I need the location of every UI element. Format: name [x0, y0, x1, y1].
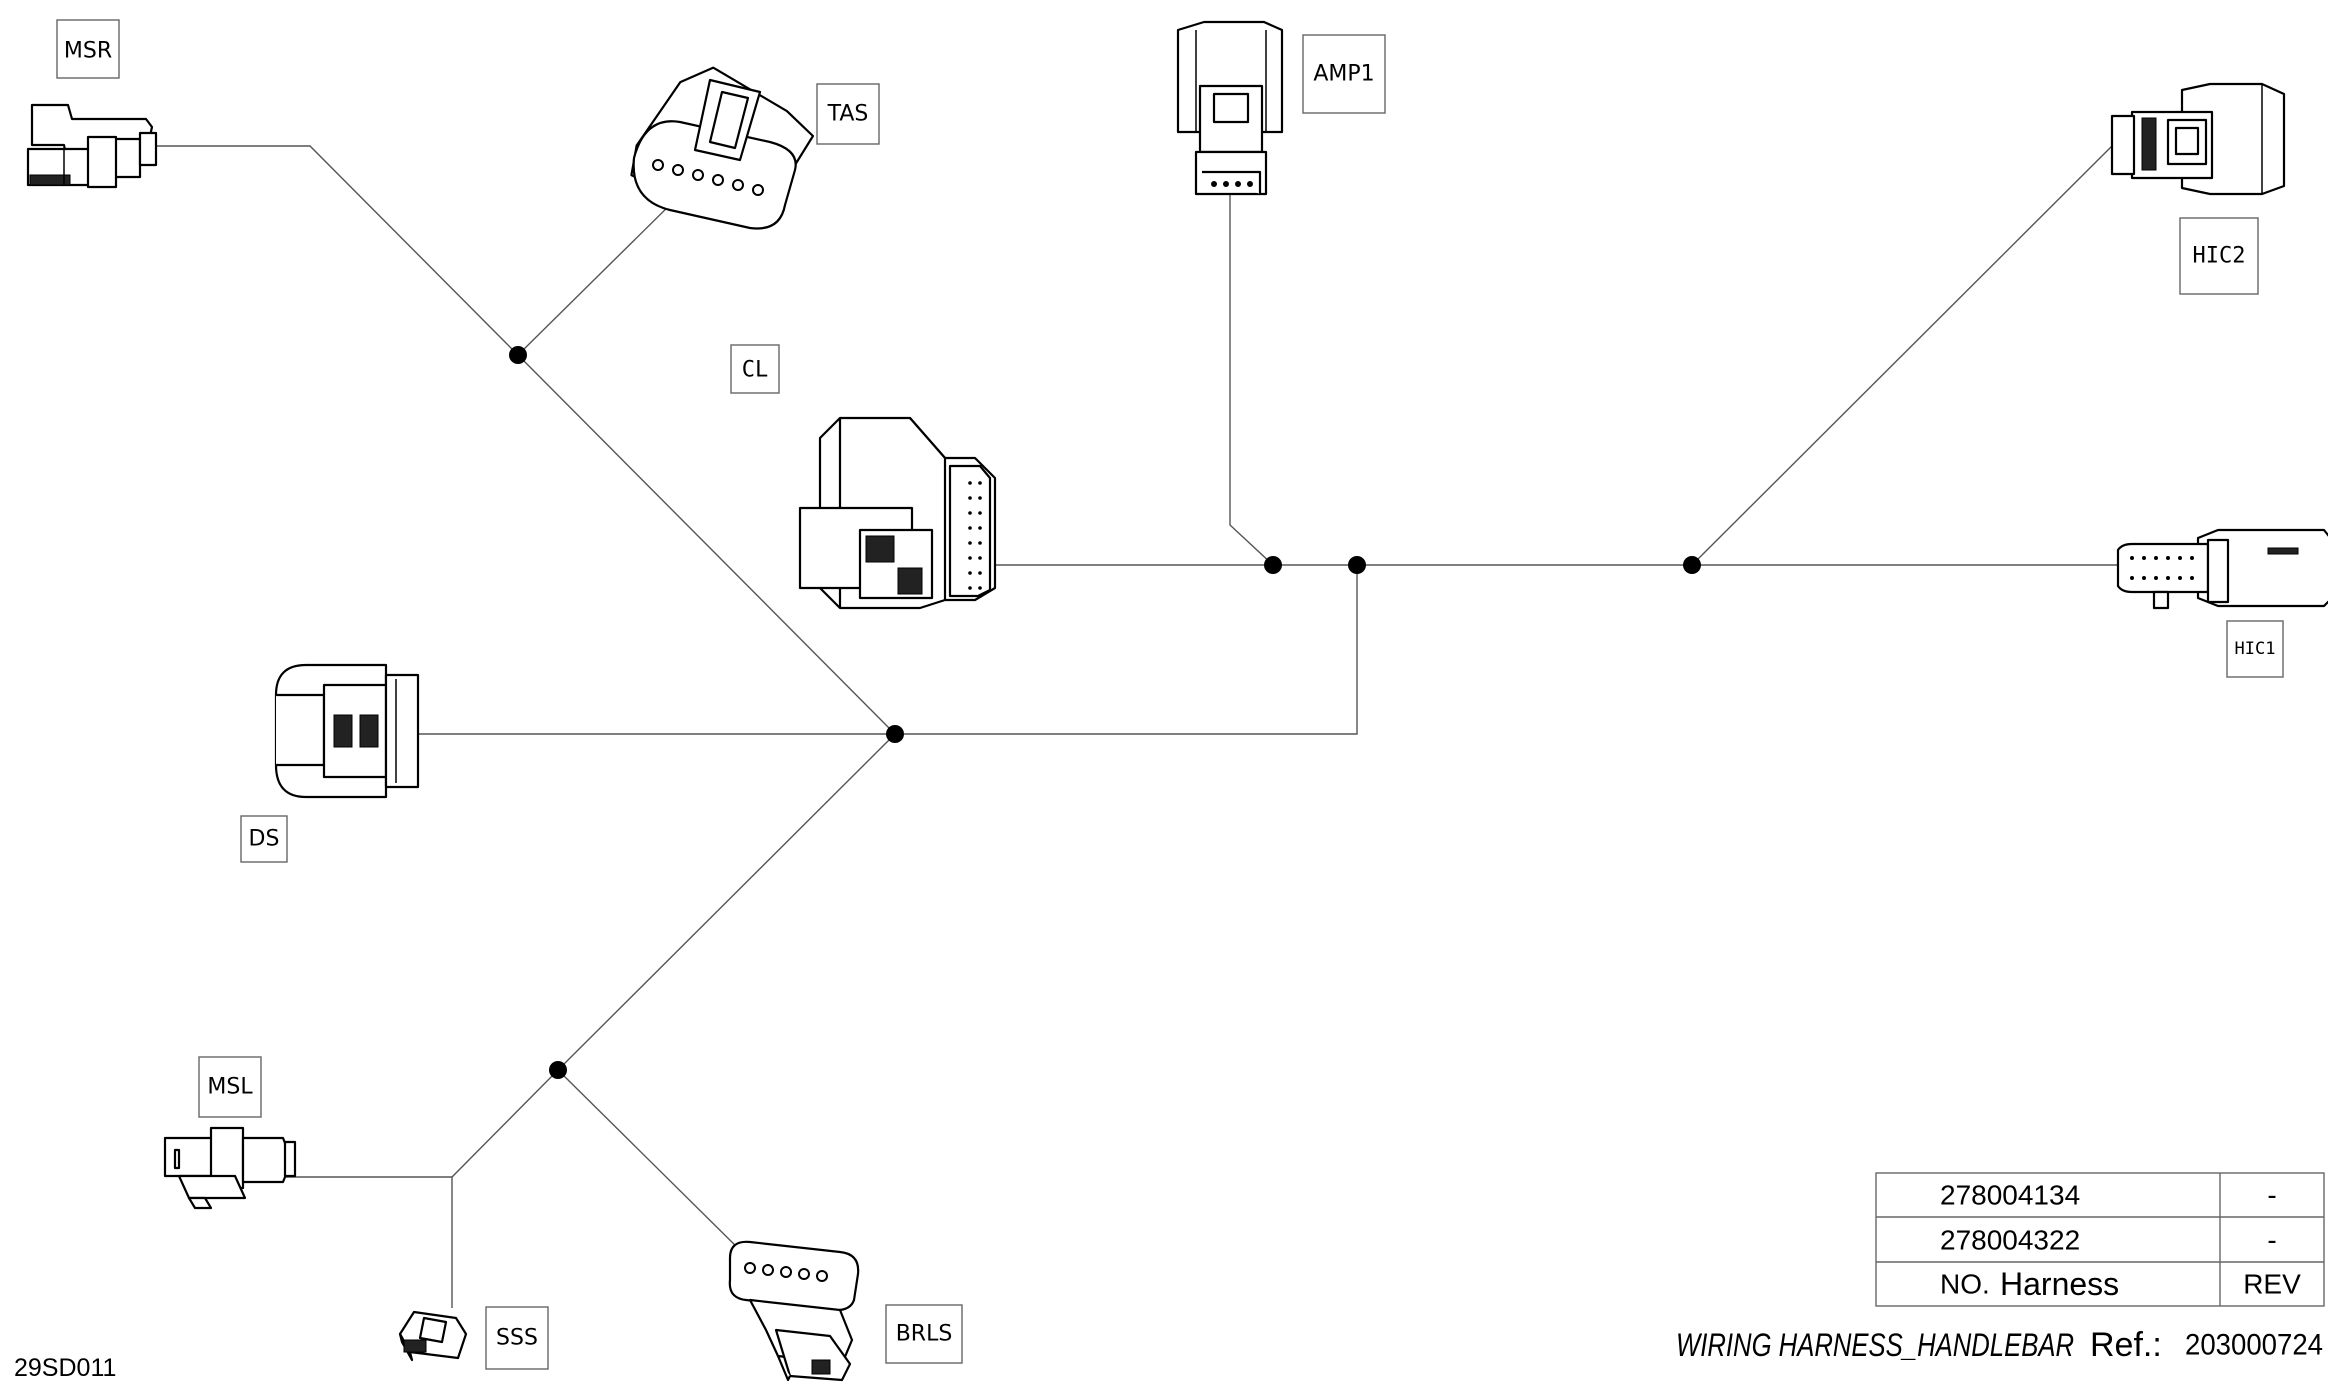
connector-labels: MSR TAS AMP1 HIC2 CL HIC1 DS MSL	[56, 19, 2284, 1370]
label-hic1: HIC1	[2226, 620, 2284, 678]
splice-node-tas	[509, 346, 527, 364]
wire-tas	[517, 194, 681, 356]
label-msl: MSL	[198, 1056, 262, 1118]
label-sss: SSS	[485, 1306, 549, 1370]
connector-brls-icon	[728, 1240, 860, 1382]
label-hic2: HIC2	[2179, 217, 2259, 295]
label-tas-text: TAS	[827, 102, 869, 127]
table-header-harness: Harness	[2000, 1266, 2119, 1302]
connector-sss-icon	[398, 1310, 468, 1362]
wire-network	[145, 139, 2135, 1308]
title-block: WIRING HARNESS_HANDLEBAR Ref.: 203000724	[1676, 1326, 2323, 1364]
label-msl-text: MSL	[207, 1075, 253, 1100]
splice-node-lower	[549, 1061, 567, 1079]
drawing-code: 29SD011	[14, 1354, 116, 1382]
label-ds-text: DS	[249, 827, 280, 852]
table-row-1-number: 278004134	[1940, 1180, 2080, 1211]
connector-ds-icon	[274, 663, 420, 799]
ref-label: Ref.:	[2090, 1326, 2162, 1364]
connector-msl-icon	[163, 1126, 297, 1210]
wire-hic2	[1691, 139, 2119, 566]
table-row-1-rev: -	[2267, 1180, 2276, 1211]
wire-brls	[557, 1069, 746, 1256]
table-row-2-rev: -	[2267, 1225, 2276, 1256]
connector-cl-icon	[798, 416, 997, 610]
wire-msr-trunk	[145, 145, 896, 735]
table-row-2-number: 278004322	[1940, 1225, 2080, 1256]
ref-number: 203000724	[2185, 1329, 2323, 1362]
label-cl: CL	[730, 344, 780, 394]
splice-node-hic2	[1683, 556, 1701, 574]
splice-node-center	[886, 725, 904, 743]
connector-hic1-icon	[2116, 528, 2328, 610]
wire-amp1	[1229, 193, 1274, 566]
splice-node-amp1	[1264, 556, 1282, 574]
splice-node-main	[1348, 556, 1366, 574]
label-sss-text: SSS	[496, 1326, 538, 1351]
label-cl-text: CL	[742, 358, 769, 383]
wire-lower-trunk	[557, 733, 896, 1071]
connector-msr-icon	[26, 103, 158, 189]
label-tas: TAS	[816, 83, 880, 145]
splice-nodes	[509, 346, 1701, 1079]
label-hic1-text: HIC1	[2235, 639, 2276, 659]
label-amp1-text: AMP1	[1313, 62, 1374, 87]
cl-pins	[968, 481, 982, 590]
connector-tas-icon	[630, 66, 815, 230]
label-msr: MSR	[56, 19, 120, 79]
label-msr-text: MSR	[64, 39, 112, 64]
diagram-title: WIRING HARNESS_HANDLEBAR	[1676, 1327, 2074, 1363]
wire-msl-sss	[285, 1069, 559, 1178]
connector-hic2-icon	[2110, 82, 2286, 196]
wire-ds-to-main	[895, 565, 1358, 735]
label-brls: BRLS	[885, 1304, 963, 1364]
parts-table: 278004134 - 278004322 - NO. Harness REV	[1875, 1172, 2325, 1307]
table-header-rev: REV	[2243, 1269, 2301, 1300]
label-brls-text: BRLS	[896, 1322, 953, 1347]
table-header-no: NO.	[1940, 1269, 1990, 1300]
label-hic2-text: HIC2	[2193, 244, 2246, 269]
label-amp1: AMP1	[1302, 34, 1386, 114]
label-ds: DS	[240, 815, 288, 863]
connector-amp1-icon	[1176, 20, 1284, 196]
